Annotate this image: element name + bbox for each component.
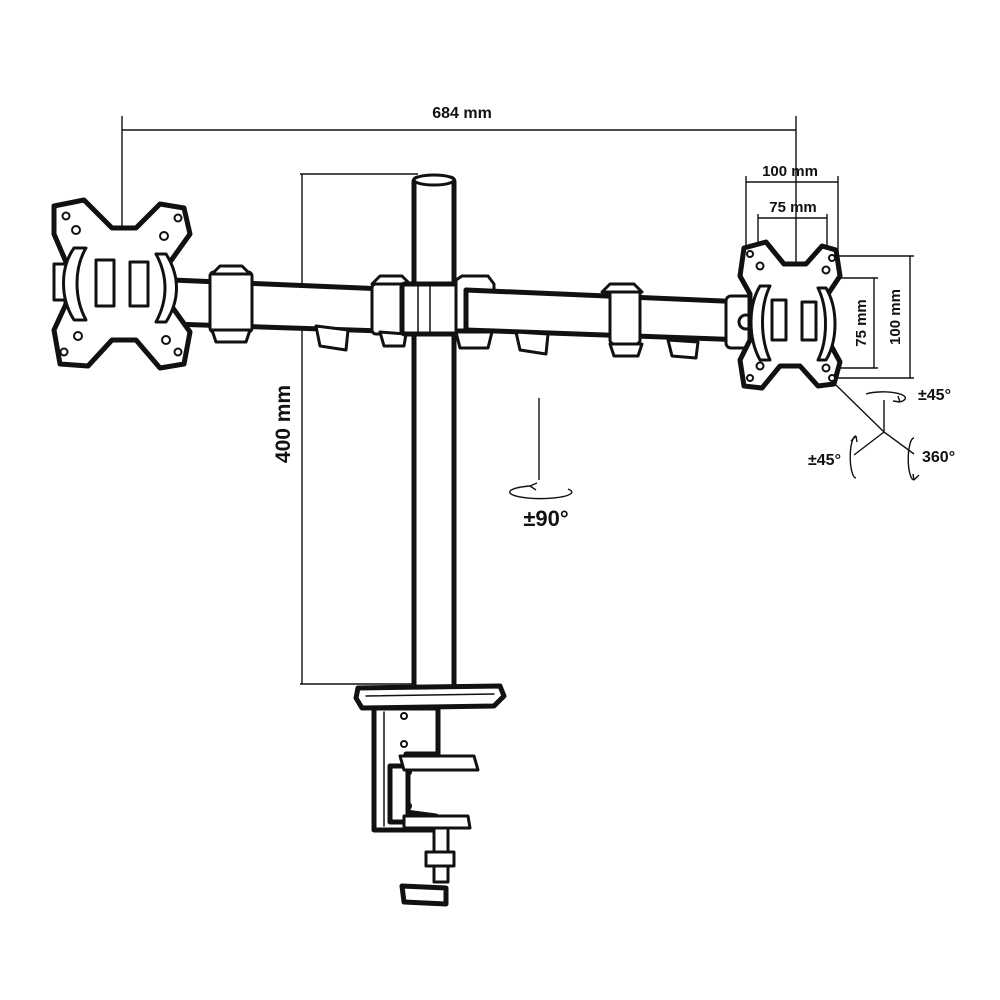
left-arm (169, 264, 413, 352)
swivel-rotation-arrow-icon (849, 435, 858, 479)
rotate-rotation-arrow-icon (907, 437, 920, 481)
dimension-label-vesa-75-h: 75 mm (769, 199, 817, 216)
desk-clamp (353, 683, 507, 907)
pole (411, 173, 457, 695)
dimension-vesa-vertical: 75 mm 100 mm (826, 255, 914, 379)
dimension-label-arm-width: 684 mm (432, 105, 492, 122)
head-adjustment-indicator: ±45° ±45° 360° (789, 339, 955, 481)
elliptical-rotation-arrow-icon (509, 482, 573, 500)
dimension-label-pole-height: 400 mm (272, 385, 295, 463)
tilt-rotation-arrow-icon (865, 391, 907, 403)
right-vesa-plate (737, 239, 843, 391)
arm-rotation-indicator: ±90° (509, 398, 573, 531)
dimension-label-vesa-75-v: 75 mm (853, 299, 870, 347)
dimension-400mm: 400 mm (272, 173, 418, 685)
tilt-label: ±45° (918, 387, 951, 404)
arm-rotation-label: ±90° (523, 506, 568, 531)
swivel-label: ±45° (808, 452, 841, 469)
rotate-label: 360° (922, 449, 955, 466)
dimension-label-vesa-100-h: 100 mm (762, 163, 818, 180)
right-arm (463, 282, 756, 360)
dimension-label-vesa-100-v: 100 mm (887, 289, 904, 345)
left-vesa-plate (51, 197, 193, 371)
